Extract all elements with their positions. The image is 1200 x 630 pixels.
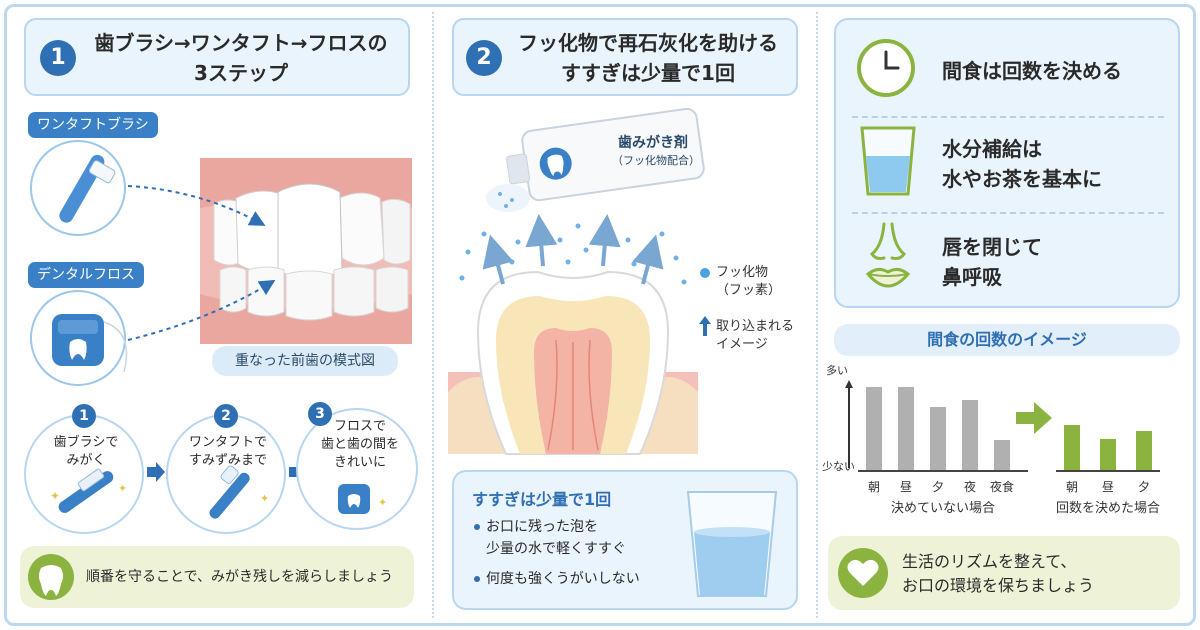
tooth-cross-section-diagram (448, 214, 698, 455)
floss-circle (30, 290, 128, 386)
section3-tip-text: 生活のリズムを整えて、 お口の環境を保ちましょう (902, 552, 1095, 595)
chart-transition-arrow-icon (1016, 402, 1052, 434)
rinse-item-1: お口に残った泡を 少量の水で軽くすすぐ (486, 519, 626, 557)
step-arrow-icon (147, 462, 165, 482)
legend-uptake: 取り込まれる イメージ (716, 319, 795, 352)
floss-icon (52, 314, 128, 373)
section3-tip-bar: 生活のリズムを整えて、 お口の環境を保ちましょう (828, 536, 1180, 610)
section1-tip-bar: 順番を守ることで、みがき残しを減らしましょう (20, 546, 414, 608)
label-onetuft-brush: ワンタフトブラシ (28, 112, 158, 138)
chart-x-tick-label: 朝 (867, 480, 880, 494)
fluoride-dot-icon (700, 268, 710, 278)
step-1-text: 歯ブラシで みがく (53, 435, 119, 468)
toothbrush-icon: ✦ ✦ (50, 468, 127, 513)
section1-title-line1: 歯ブラシ→ワンタフト→フロスの (94, 31, 388, 55)
chart-x-tick-label: 昼 (899, 480, 912, 494)
pointer-arrows (127, 185, 276, 341)
chart-baseline-left (858, 470, 1028, 472)
chart-group-label-planned: 回数を決めた場合 (1055, 501, 1160, 516)
section2-title-line1: フッ化物で再石灰化を助ける (518, 31, 778, 55)
svg-text:✦: ✦ (118, 482, 127, 495)
rinse-item-2: 何度も強くうがいしない (486, 571, 640, 587)
section2-header: 2 フッ化物で再石灰化を助ける すすぎは少量で1回 (452, 18, 798, 96)
floss-icon: ✦ (338, 484, 387, 514)
rinse-panel: すすぎは少量で1回 お口に残った泡を 少量の水で軽くすすぐ 何度も強くうがいしな… (452, 470, 798, 610)
chart-bar-planned-1 (1100, 438, 1116, 470)
column-divider (432, 12, 434, 618)
lifestyle-habits-panel: 間食は回数を決める 水分補給は 水やお茶を基本に 唇を閉じて 鼻呼吸 (834, 18, 1180, 308)
step-1-circle: 1 歯ブラシで みがく ✦ ✦ (24, 404, 144, 534)
chart-x-tick-label: 夜 (963, 480, 976, 494)
toothpaste-sublabel: （フッ化物配合） (612, 154, 700, 167)
step-3-number: 3 (308, 402, 332, 426)
chart-bar-unplanned-2 (930, 407, 946, 470)
svg-text:✦: ✦ (50, 489, 60, 503)
water-glass-icon (686, 491, 778, 597)
bullet-icon (474, 576, 480, 582)
chart-x-tick-label: 朝 (1065, 480, 1078, 494)
step-3-circle: 3 フロスで 歯と歯の間を きれいに ✦ (296, 402, 418, 530)
chart-x-tick-label: 夜食 (989, 480, 1014, 494)
chart-bar-planned-0 (1064, 425, 1080, 470)
onetuft-circle (30, 140, 126, 236)
chart-bar-unplanned-0 (866, 387, 882, 470)
chart-title: 間食の回数のイメージ (834, 324, 1180, 356)
step-2-circle: 2 ワンタフトで すみずみまで ✦ (166, 404, 286, 534)
chart-y-top-label: 多い (826, 364, 848, 377)
rinse-title: すすぎは少量で1回 (472, 490, 612, 509)
step-1-number: 1 (72, 404, 96, 428)
svg-text:✦: ✦ (378, 496, 387, 509)
chart-x-tick-label: 夕 (931, 480, 944, 494)
habit-hydration: 水分補給は 水やお茶を基本に (942, 137, 1102, 191)
nose-lips-icon (865, 222, 911, 288)
section2-number: 2 (466, 40, 502, 76)
tooth-icon (28, 554, 74, 600)
chart-bar-unplanned-3 (962, 399, 978, 470)
column-divider (816, 12, 818, 618)
chart-x-tick-label: 夕 (1137, 480, 1150, 494)
divider (852, 116, 1164, 118)
label-dental-floss: デンタルフロス (28, 262, 144, 288)
chart-y-axis-arrow (845, 380, 853, 468)
legend-fluoride: フッ化物 （フッ素） (716, 265, 782, 298)
chart-bar-planned-2 (1136, 431, 1152, 470)
section1-title-line2: 3ステップ (194, 61, 288, 85)
habit-snack-count: 間食は回数を決める (942, 59, 1122, 83)
toothpaste-tube-icon (486, 107, 705, 212)
chart-x-tick-label: 昼 (1101, 480, 1114, 494)
section1-header: 1 歯ブラシ→ワンタフト→フロスの 3ステップ (24, 18, 410, 96)
chart-bar-unplanned-1 (898, 387, 914, 470)
step-2-number: 2 (214, 404, 238, 428)
step-2-text: ワンタフトで すみずみまで (188, 435, 267, 468)
uptake-arrow-icon (699, 316, 711, 336)
onetuft-brush-icon: ✦ (209, 465, 269, 519)
clock-icon (857, 39, 915, 97)
svg-text:✦: ✦ (260, 492, 269, 505)
chart-baseline-right (1056, 470, 1160, 472)
chart-bar-unplanned-4 (994, 440, 1010, 470)
chart-group-label-unplanned: 決めていない場合 (890, 501, 995, 516)
chart-y-bottom-label: 少ない (822, 460, 855, 473)
water-glass-icon (860, 126, 916, 196)
toothpaste-label: 歯みがき剤 (618, 135, 688, 151)
bullet-icon (474, 524, 480, 530)
section1-number: 1 (40, 40, 76, 76)
step-3-text: フロスで 歯と歯の間を きれいに (320, 419, 399, 470)
section2-title-line2: すすぎは少量で1回 (561, 61, 735, 85)
onetuft-brush-icon (59, 154, 116, 223)
teeth-diagram-caption: 重なった前歯の模式図 (212, 346, 398, 376)
divider (852, 212, 1164, 214)
habit-nasal-breathing: 唇を閉じて 鼻呼吸 (942, 235, 1042, 289)
heart-icon (838, 548, 888, 598)
section1-tip-text: 順番を守ることで、みがき残しを減らしましょう (86, 569, 394, 585)
